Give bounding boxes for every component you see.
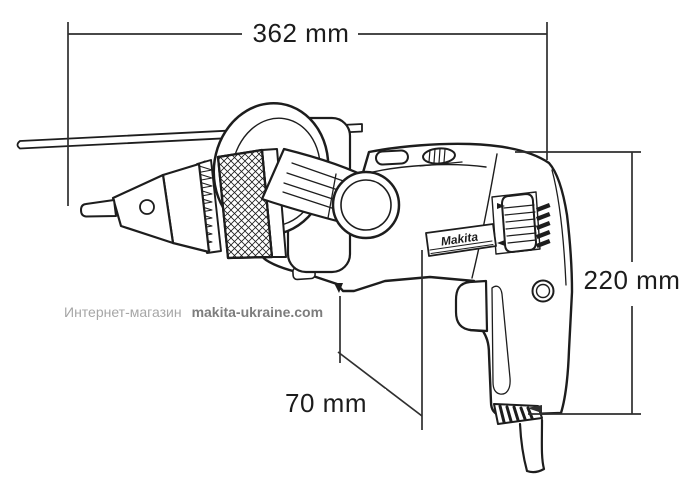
lock-on-button (531, 279, 555, 303)
side-handle-knob (331, 170, 401, 240)
dimension-width-362 (67, 22, 548, 206)
grip-reference-tab (334, 283, 343, 293)
brand-badge: Makita (425, 223, 497, 257)
trigger (454, 279, 489, 333)
chuck-knurled-sleeve (216, 148, 274, 260)
watermark: Интернет-магазин makita-ukraine.com (64, 303, 323, 321)
pistol-grip-handle (454, 169, 567, 474)
speed-dial (491, 191, 541, 255)
watermark-store-type: Интернет-магазин (64, 304, 182, 320)
height-dimension-label: 220 mm (575, 266, 689, 294)
chuck (80, 148, 287, 260)
dial-arrow-up-icon (497, 203, 505, 209)
chuck-key-hole (139, 199, 155, 215)
dimension-height-220 (515, 151, 641, 415)
watermark-site-name: makita-ukraine.com (191, 304, 324, 320)
mode-slider (374, 149, 409, 166)
brand-label: Makita (440, 229, 479, 248)
drill-bit-tip (80, 199, 117, 218)
drill-illustration: Makita (16, 101, 574, 474)
width-dimension-label: 362 mm (245, 19, 357, 47)
vent-slots (536, 203, 551, 248)
grip-dimension-label: 70 mm (266, 389, 386, 417)
dimension-grip-70 (337, 250, 423, 430)
thumb-wheel (419, 147, 463, 167)
dial-arrow-down-icon (497, 240, 505, 246)
side-handle-grip (260, 147, 401, 240)
